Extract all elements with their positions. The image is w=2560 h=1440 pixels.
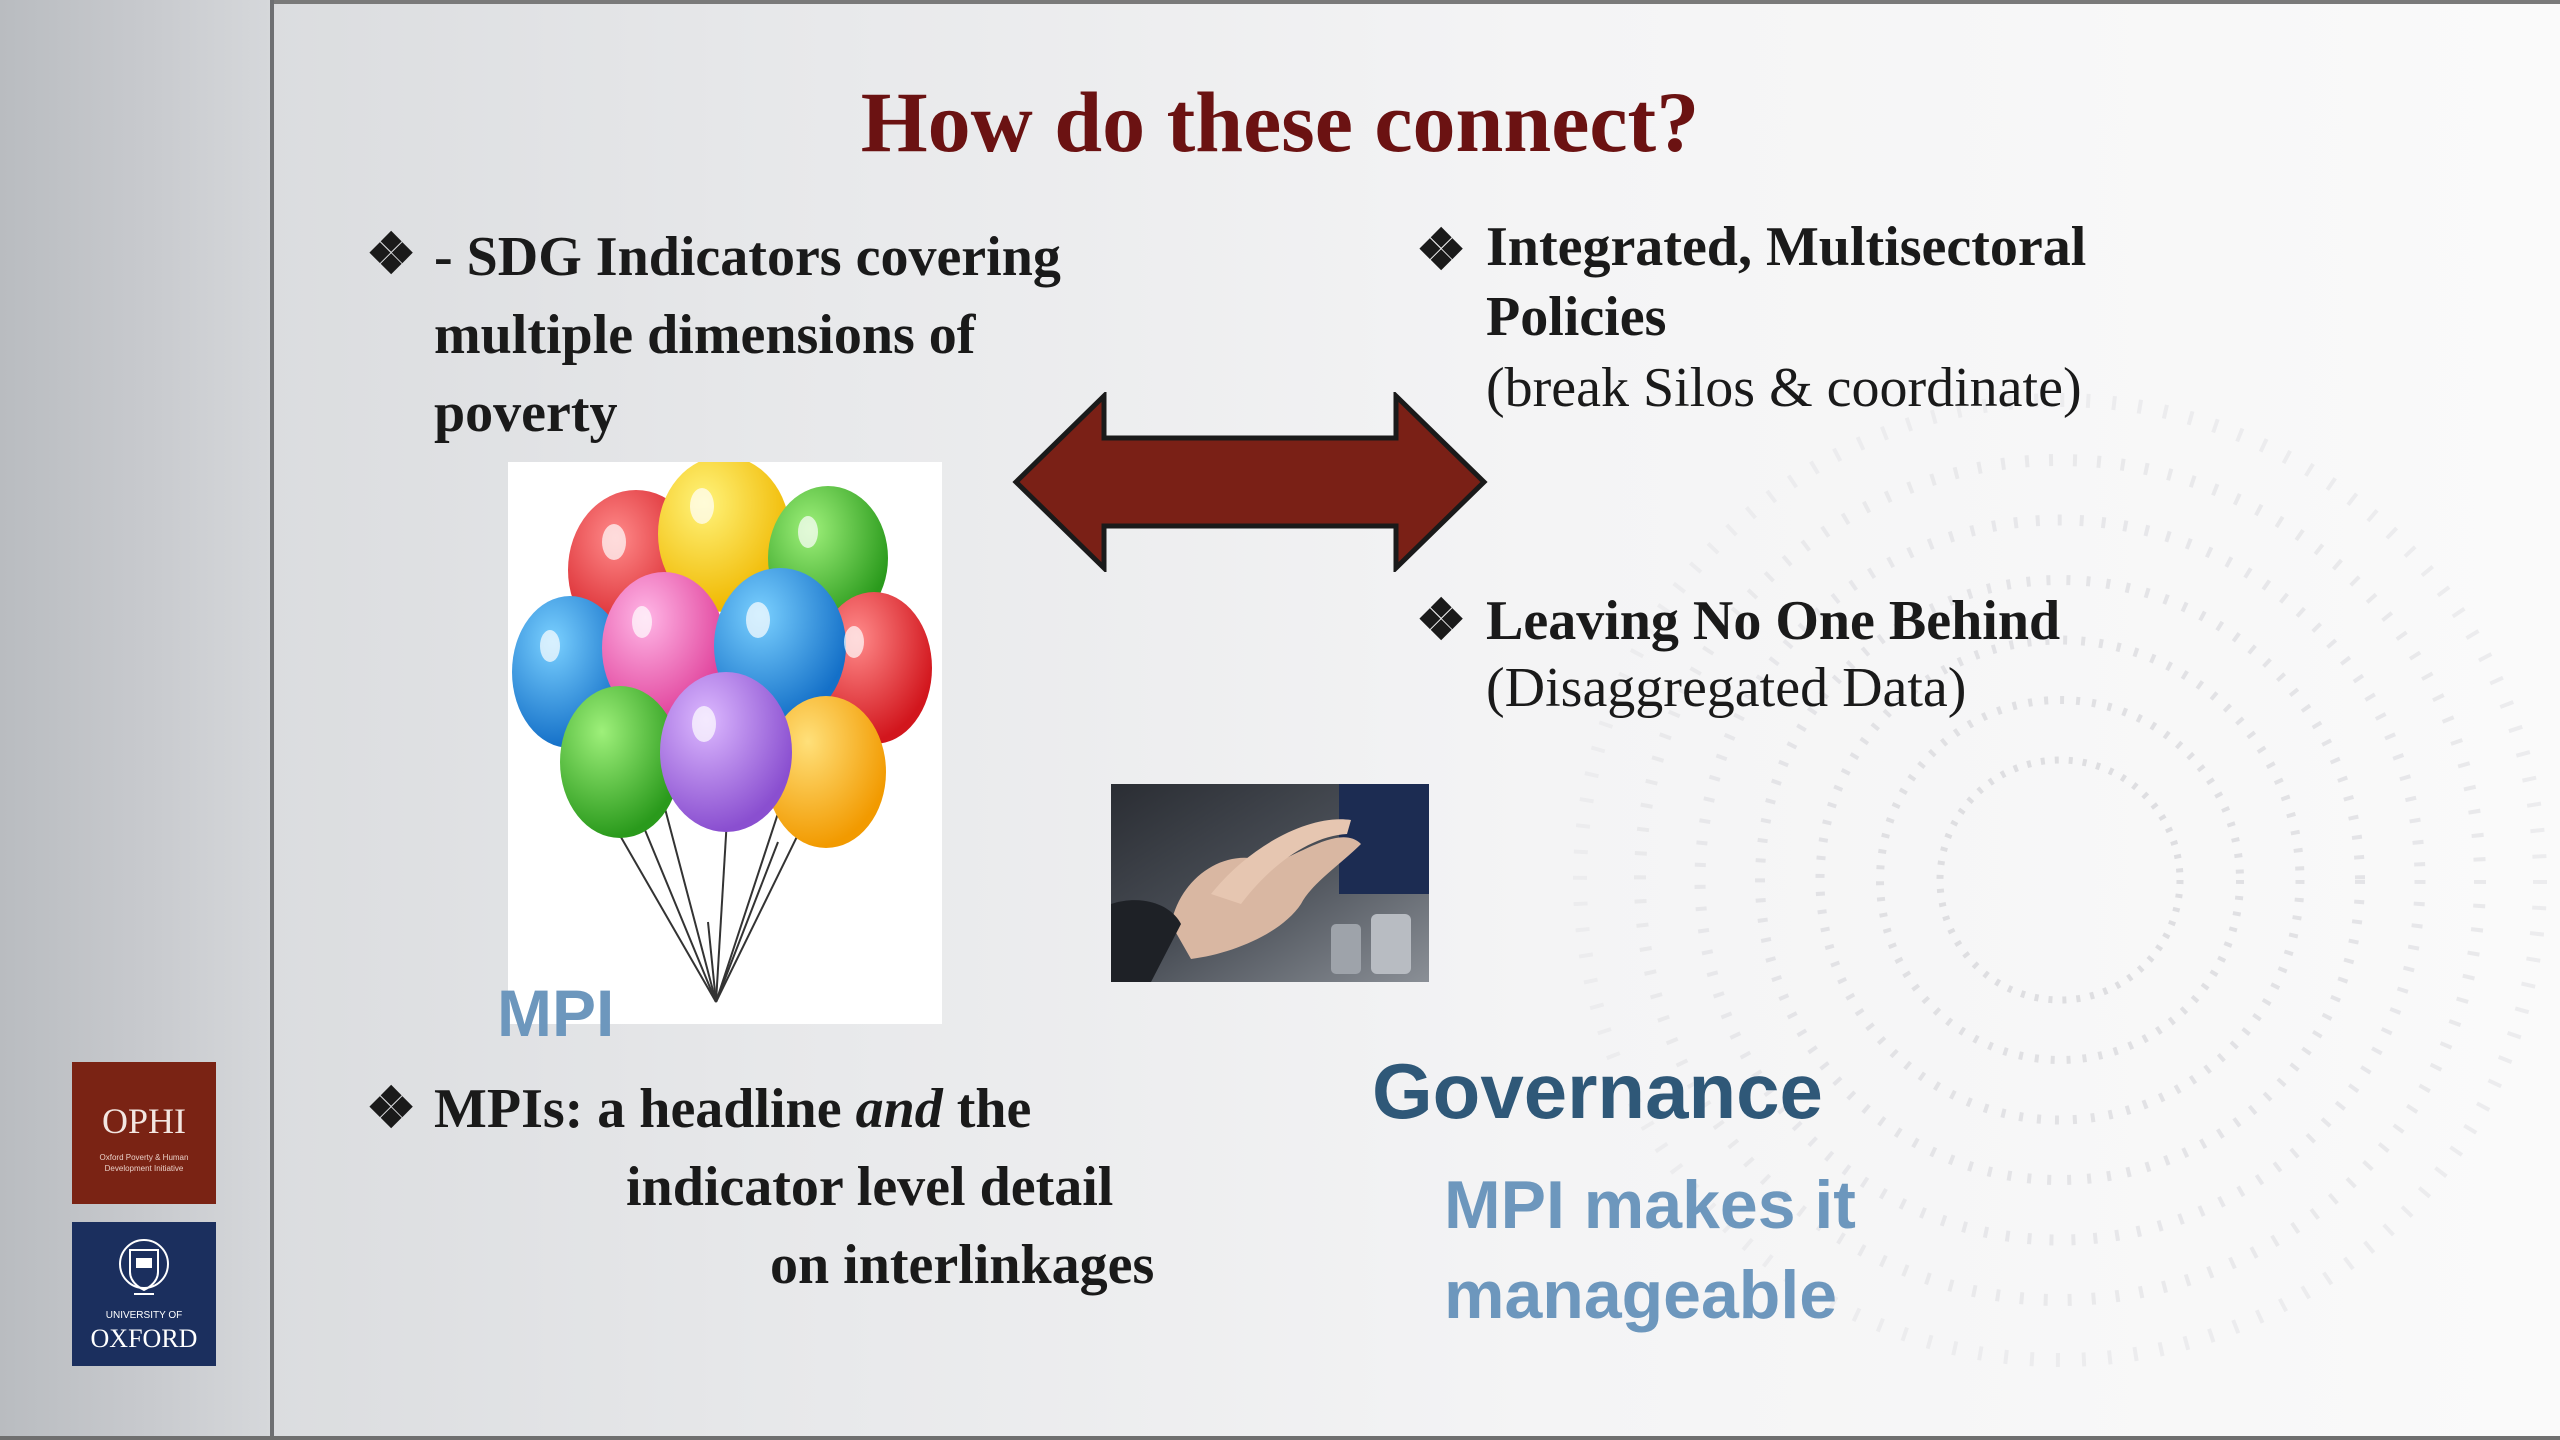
bullet-diamond-icon: ❖ (1416, 590, 1467, 652)
mpis-text-b: the (942, 1078, 1032, 1140)
ophi-logo: OPHI Oxford Poverty & Human Development … (72, 1062, 216, 1204)
mpis-headline-line-2: indicator level detail (626, 1156, 1114, 1218)
double-arrow-icon (1012, 392, 1488, 572)
leaving-no-one-behind-text: Leaving No One Behind (1486, 590, 2061, 652)
dotted-pattern-decoration (1573, 393, 2547, 1367)
slide-title: How do these connect? (860, 74, 1700, 170)
mpi-manageable-text: MPI makes it manageable (1444, 1160, 1856, 1340)
mpis-text-em: and (855, 1078, 943, 1140)
ophi-logo-tagline: Oxford Poverty & Human Development Initi… (99, 1153, 189, 1173)
ophi-logo-name: OPHI (101, 1101, 186, 1141)
bullet-diamond-icon: ❖ (366, 224, 417, 286)
oxford-logo-name: OXFORD (90, 1324, 198, 1353)
governance-heading: Governance (1372, 1047, 1823, 1135)
policies-line-2: Policies (1486, 286, 1667, 348)
sidebar-divider (270, 0, 274, 1440)
oxford-crest-icon (119, 1239, 169, 1295)
mpis-headline-line-1: MPIs: a headline and the (434, 1070, 1031, 1148)
sdg-indicators-text: - SDG Indicators covering multiple dimen… (434, 218, 1061, 452)
oxford-logo: UNIVERSITY OF OXFORD (72, 1222, 216, 1366)
manageable-line-1: MPI makes it (1444, 1167, 1856, 1243)
disaggregated-data-text: (Disaggregated Data) (1486, 657, 1967, 719)
mpis-headline-line-3: on interlinkages (770, 1234, 1155, 1296)
top-border (0, 0, 2560, 4)
policies-line-1: Integrated, Multisectoral (1486, 216, 2087, 278)
manageable-line-2: manageable (1444, 1257, 1838, 1333)
sdg-line-2: multiple dimensions of (434, 304, 976, 366)
balloons-image (508, 456, 942, 1024)
oxford-logo-small: UNIVERSITY OF (105, 1310, 183, 1321)
bottom-border (0, 1436, 2560, 1440)
mpis-text-a: MPIs: a headline (434, 1078, 856, 1140)
bullet-diamond-icon: ❖ (366, 1078, 417, 1140)
sdg-line-3: poverty (434, 382, 618, 444)
hands-photo (1111, 784, 1429, 982)
sdg-line-1: - SDG Indicators covering (434, 226, 1061, 288)
break-silos-text: (break Silos & coordinate) (1486, 357, 2082, 419)
integrated-policies-text: Integrated, Multisectoral Policies (1486, 212, 2086, 352)
mpi-balloon-label: MPI (497, 976, 615, 1050)
bullet-diamond-icon: ❖ (1416, 220, 1467, 282)
